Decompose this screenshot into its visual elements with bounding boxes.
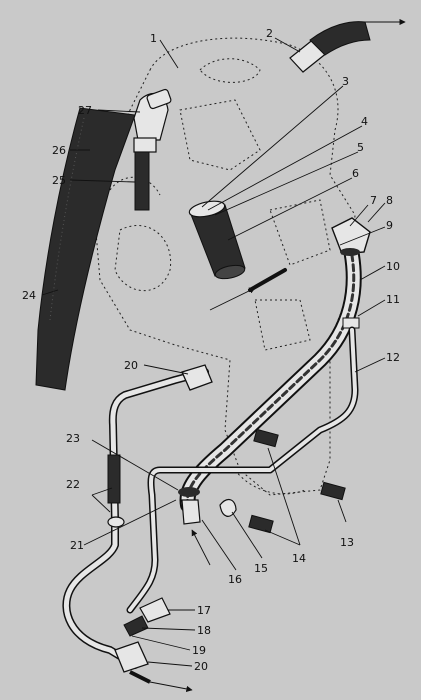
callout-26: 26	[52, 144, 66, 157]
callout-18: 18	[197, 624, 211, 637]
callout-13: 13	[340, 536, 354, 549]
inlet-nozzle	[209, 268, 287, 311]
main-pipe-outlet	[178, 487, 211, 566]
callout-9: 9	[386, 219, 393, 232]
callout-12: 12	[386, 351, 400, 364]
callout-1: 1	[150, 32, 157, 45]
union-fittings	[114, 597, 193, 693]
callout-22: 22	[66, 478, 80, 491]
callout-10: 10	[386, 260, 400, 273]
callout-20-bottom: 20	[194, 660, 208, 673]
callout-23: 23	[66, 432, 80, 445]
callout-5: 5	[357, 141, 364, 154]
outlet-hose-fitting	[289, 18, 406, 73]
callout-27: 27	[78, 104, 92, 117]
callout-19: 19	[192, 644, 206, 657]
filter-cylinder	[188, 200, 246, 280]
callout-16: 16	[228, 573, 242, 586]
elbow-fitting	[133, 88, 172, 211]
callout-4: 4	[361, 115, 368, 128]
callout-14: 14	[292, 552, 306, 565]
callout-3: 3	[342, 75, 349, 88]
callout-24: 24	[22, 289, 36, 302]
callout-2: 2	[266, 27, 273, 40]
leader-lines	[41, 37, 386, 667]
callout-15: 15	[254, 562, 268, 575]
feed-pipe	[62, 364, 213, 669]
callout-11: 11	[386, 293, 400, 306]
flexible-hose	[35, 107, 136, 391]
return-pipe	[126, 326, 359, 614]
callout-25: 25	[52, 174, 66, 187]
callout-8: 8	[386, 194, 393, 207]
callout-17: 17	[197, 604, 211, 617]
callout-21: 21	[70, 539, 84, 552]
mounting-studs	[219, 428, 346, 534]
callout-20-top: 20	[124, 359, 138, 372]
callout-labels: 1 2 3 4 5 6 7 8 9 10 11 12 13 14 15 16 1…	[22, 27, 400, 673]
callout-7: 7	[370, 194, 377, 207]
callout-6: 6	[352, 167, 359, 180]
